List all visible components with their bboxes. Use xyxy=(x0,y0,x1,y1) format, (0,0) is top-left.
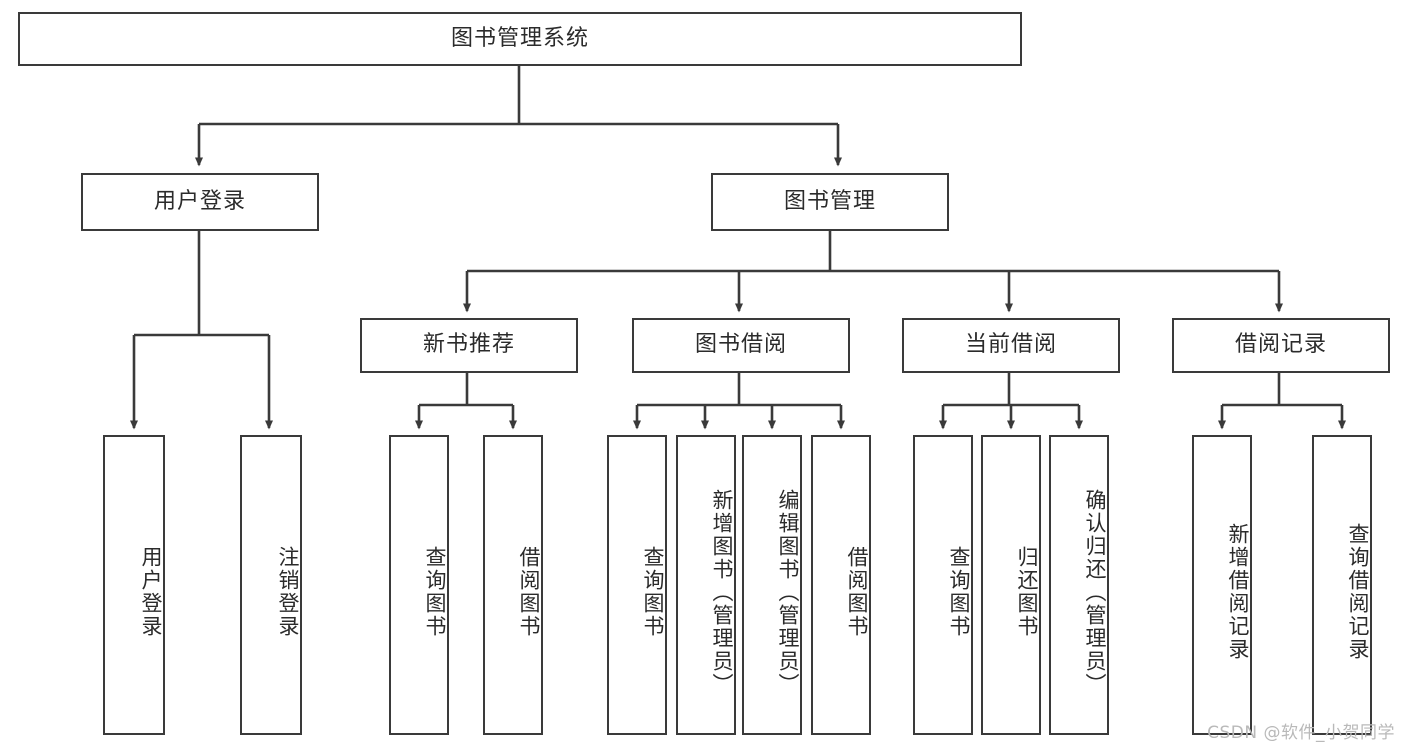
node-label: 注销登录 xyxy=(276,546,300,638)
node-label: 借阅记录 xyxy=(1234,332,1327,358)
node-label: 新增图书（管理员） xyxy=(710,488,734,696)
node-leaf-query-borrow-record[interactable]: 查询借阅记录 xyxy=(1312,435,1372,735)
node-label: 借阅图书 xyxy=(845,546,869,638)
node-leaf-borrow-book[interactable]: 借阅图书 xyxy=(811,435,871,735)
node-leaf-logout[interactable]: 注销登录 xyxy=(240,435,302,735)
node-current-borrowing[interactable]: 当前借阅 xyxy=(902,318,1120,373)
node-label: 图书管理 xyxy=(783,188,876,214)
node-label: 图书借阅 xyxy=(694,332,787,358)
node-label: 用户登录 xyxy=(139,546,163,638)
node-borrowing-record[interactable]: 借阅记录 xyxy=(1172,318,1390,373)
node-leaf-query-book-current[interactable]: 查询图书 xyxy=(913,435,973,735)
watermark-text: CSDN @软件_小贺同学 xyxy=(1207,723,1395,743)
node-label: 新增借阅记录 xyxy=(1226,523,1250,661)
node-label: 查询图书 xyxy=(641,546,665,638)
node-leaf-add-book-admin[interactable]: 新增图书（管理员） xyxy=(676,435,736,735)
node-leaf-confirm-return-admin[interactable]: 确认归还（管理员） xyxy=(1049,435,1109,735)
node-leaf-add-borrow-record[interactable]: 新增借阅记录 xyxy=(1192,435,1252,735)
node-user-login[interactable]: 用户登录 xyxy=(81,173,319,231)
node-leaf-borrow-book-new[interactable]: 借阅图书 xyxy=(483,435,543,735)
node-label: 图书管理系统 xyxy=(450,25,589,51)
node-new-book-recommendation[interactable]: 新书推荐 xyxy=(360,318,578,373)
node-label: 编辑图书（管理员） xyxy=(776,488,800,696)
node-leaf-user-login[interactable]: 用户登录 xyxy=(103,435,165,735)
node-book-borrowing[interactable]: 图书借阅 xyxy=(632,318,850,373)
node-label: 查询图书 xyxy=(423,546,447,638)
node-leaf-query-book-new[interactable]: 查询图书 xyxy=(389,435,449,735)
node-root-book-management-system[interactable]: 图书管理系统 xyxy=(18,12,1022,66)
node-label: 借阅图书 xyxy=(517,546,541,638)
node-leaf-return-book[interactable]: 归还图书 xyxy=(981,435,1041,735)
node-leaf-edit-book-admin[interactable]: 编辑图书（管理员） xyxy=(742,435,802,735)
node-book-management[interactable]: 图书管理 xyxy=(711,173,949,231)
node-label: 用户登录 xyxy=(153,188,246,214)
node-label: 归还图书 xyxy=(1015,546,1039,638)
node-label: 当前借阅 xyxy=(964,332,1057,358)
node-label: 查询图书 xyxy=(947,546,971,638)
node-leaf-query-book-borrow[interactable]: 查询图书 xyxy=(607,435,667,735)
node-label: 新书推荐 xyxy=(422,332,515,358)
node-label: 确认归还（管理员） xyxy=(1083,488,1107,696)
node-label: 查询借阅记录 xyxy=(1346,523,1370,661)
